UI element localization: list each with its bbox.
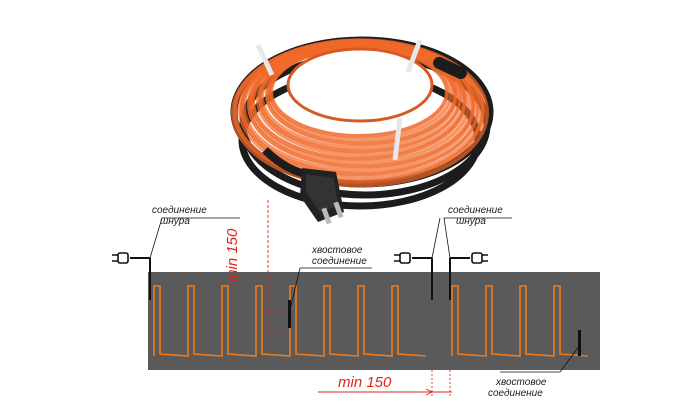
heating-cable-path — [451, 285, 589, 357]
coil-center — [288, 49, 432, 121]
label-line: шнура — [160, 216, 190, 227]
leader-left-cord — [149, 217, 240, 259]
heating-cable-path — [153, 285, 427, 357]
label-line: соединение — [312, 256, 367, 267]
label-line: хвостовое — [496, 377, 547, 388]
vertical-dimension — [266, 200, 286, 333]
heating-cable-left — [153, 285, 427, 357]
plug-icon-left — [112, 252, 129, 264]
label-right-cord-connection: соединение шнура — [448, 205, 503, 227]
schuko-plug-icon — [300, 168, 344, 225]
label-line: соединение — [448, 205, 503, 216]
label-line: шнура — [456, 216, 486, 227]
heated-surface — [148, 272, 600, 370]
heating-cable-loops — [231, 38, 489, 188]
tail-connection-left — [288, 300, 291, 328]
heating-cable-right — [451, 285, 589, 357]
leader-right-tail — [500, 344, 581, 373]
coil-loop — [231, 38, 489, 188]
label-right-tail-connection: хвостовое соединение — [488, 377, 546, 399]
horizontal-dimension — [318, 370, 452, 398]
label-left-cord-connection: соединение шнура — [152, 205, 207, 227]
cable-sleeve — [433, 56, 467, 80]
vertical-min-150: min 150 — [224, 228, 241, 282]
tail-connection-right — [578, 330, 581, 356]
label-line: соединение — [152, 205, 207, 216]
leader-right-cord — [431, 217, 512, 259]
plug-icon-right-a — [394, 252, 411, 264]
cable-ties — [255, 39, 423, 161]
label-left-tail-connection: хвостовое соединение — [312, 245, 367, 267]
label-line: хвостовое — [312, 245, 363, 256]
label-line: соединение — [488, 388, 543, 399]
plug-icon-right-b — [471, 252, 488, 264]
leader-left-tail — [289, 267, 372, 311]
horizontal-min-150: min 150 — [338, 374, 392, 391]
